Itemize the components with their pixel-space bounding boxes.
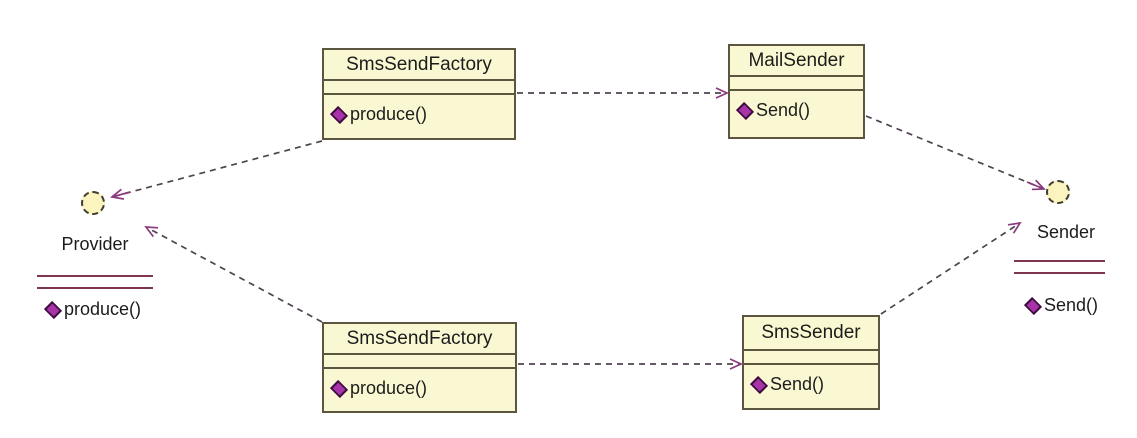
attributes-compartment: [730, 77, 863, 91]
arrow-tail: [111, 191, 131, 198]
methods-compartment: Send(): [730, 91, 863, 121]
class-title: SmsSender: [744, 317, 878, 351]
attributes-compartment: [744, 351, 878, 365]
dependency-arrow-mailsender-sender: [865, 115, 1046, 191]
lollipop-circle-icon-sender: [1046, 180, 1070, 204]
method-diamond-icon: [329, 105, 349, 124]
interface-separator-lines: [1014, 260, 1105, 274]
method-label: produce(): [350, 104, 428, 124]
arrow-tail: [1026, 181, 1045, 190]
attributes-compartment: [324, 81, 514, 95]
class-title: SmsSendFactory: [324, 50, 514, 81]
methods-compartment: produce(): [324, 369, 515, 399]
interface-method-sender: Send(): [1023, 295, 1099, 316]
interface-separator-lines: [37, 275, 153, 289]
methods-compartment: produce(): [324, 95, 514, 125]
class-title: MailSender: [730, 46, 863, 77]
dependency-arrow-factorytop-provider: [110, 140, 323, 200]
dependency-arrow-smssender-sender: [880, 221, 1022, 315]
class-box-mailsender: MailSender Send(): [728, 44, 865, 139]
method-label: Send(): [770, 374, 825, 394]
attributes-compartment: [324, 355, 515, 369]
method-diamond-icon: [43, 300, 63, 319]
method-label: produce(): [64, 299, 142, 319]
method-diamond-icon: [329, 379, 349, 398]
methods-compartment: Send(): [744, 365, 878, 395]
lollipop-circle-icon-provider: [81, 191, 105, 215]
class-box-smssender: SmsSender Send(): [742, 315, 880, 410]
class-box-smssendfactory-bottom: SmsSendFactory produce(): [322, 322, 517, 413]
method-diamond-icon: [735, 101, 755, 120]
method-label: produce(): [350, 378, 428, 398]
interface-name-provider: Provider: [61, 234, 129, 254]
method-label: Send(): [1044, 295, 1099, 315]
dependency-arrow-factorybottom-provider: [144, 226, 323, 323]
method-diamond-icon: [1023, 296, 1043, 315]
method-label: Send(): [756, 100, 811, 120]
method-diamond-icon: [749, 375, 769, 394]
interface-name-sender: Sender: [1036, 222, 1096, 242]
class-title: SmsSendFactory: [324, 324, 515, 355]
interface-method-provider: produce(): [43, 299, 142, 320]
class-box-smssendfactory-top: SmsSendFactory produce(): [322, 48, 516, 140]
